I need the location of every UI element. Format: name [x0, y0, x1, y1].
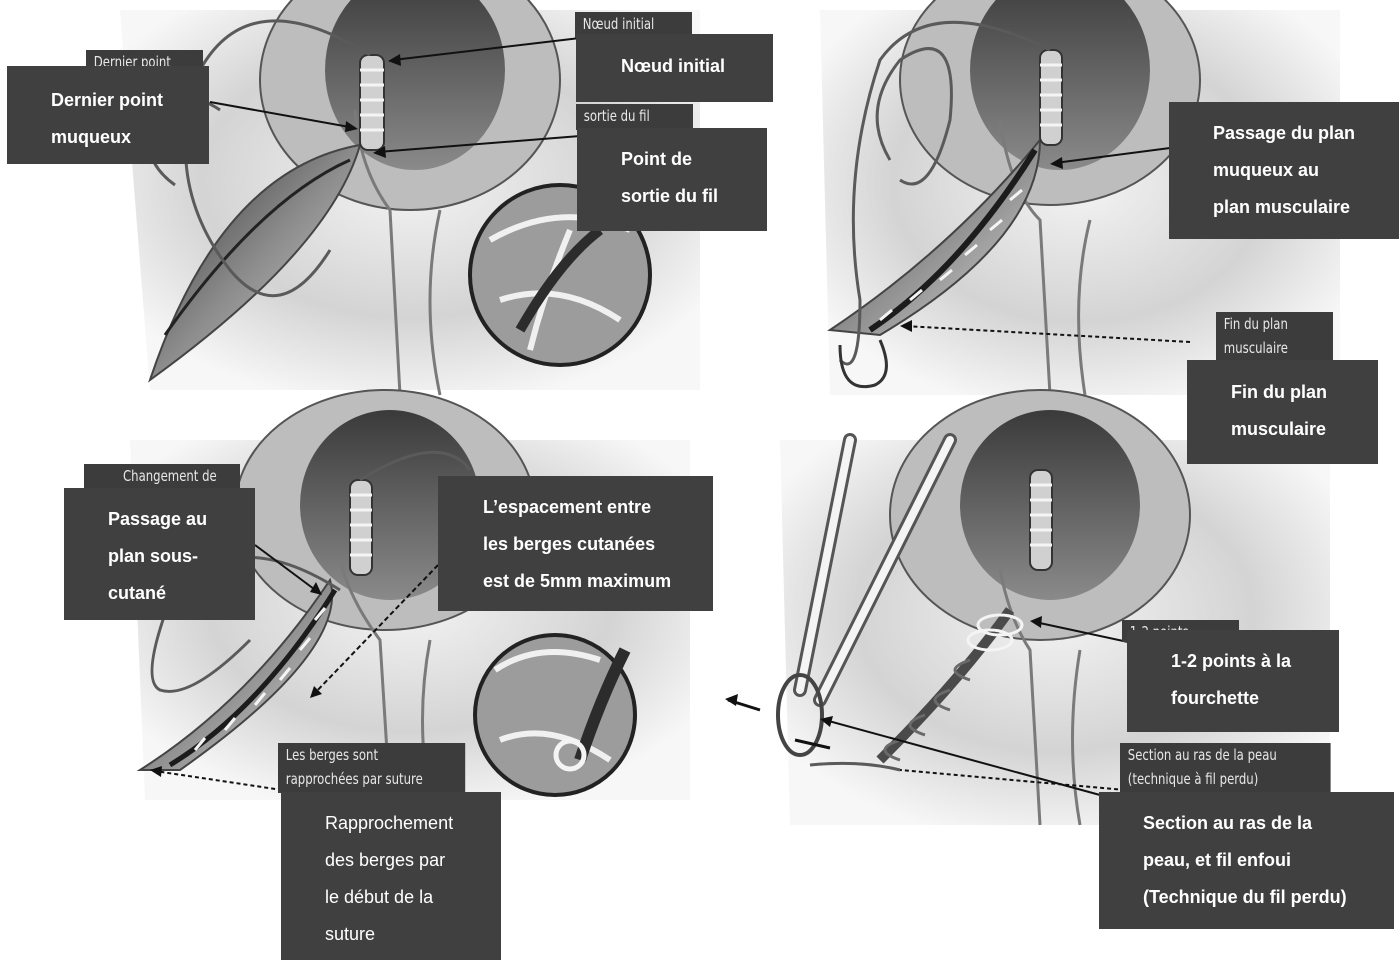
label-line: fourchette [1171, 680, 1339, 717]
label-line: des berges par [325, 842, 501, 879]
original-tag-changement: Changement de [84, 464, 240, 490]
label-rapprochement-berges: Rapprochement des berges par le début de… [281, 792, 501, 960]
label-line: le début de la [325, 879, 501, 916]
label-section-fil-perdu: Section au ras de la peau, et fil enfoui… [1099, 792, 1394, 929]
original-tag-sortie: sortie du fil [576, 104, 693, 130]
original-tag-line: Fin du plan [1224, 312, 1325, 336]
label-line: Passage du plan [1213, 115, 1399, 152]
original-tag-line: Les berges sont [286, 743, 458, 767]
label-line: peau, et fil enfoui [1143, 842, 1394, 879]
label-line: Nœud initial [621, 48, 773, 85]
label-line: (Technique du fil perdu) [1143, 879, 1394, 916]
label-point-de-sortie: Point de sortie du fil [577, 128, 767, 231]
label-passage-sous-cutane: Passage au plan sous- cutané [64, 488, 255, 620]
label-line: les berges cutanées [483, 526, 713, 563]
label-noeud-initial: Nœud initial [576, 34, 773, 102]
label-line: plan musculaire [1213, 189, 1399, 226]
magnified-inset [475, 635, 635, 795]
label-line: Rapprochement [325, 805, 501, 842]
label-points-fourchette: 1-2 points à la fourchette [1127, 630, 1339, 732]
original-tag-line: rapprochées par suture [286, 767, 458, 791]
label-line: musculaire [1231, 411, 1378, 448]
original-tag-text: Nœud initial [583, 15, 654, 33]
label-line: L’espacement entre [483, 489, 713, 526]
original-tag-line: musculaire [1224, 336, 1325, 360]
original-tag-section: Section au ras de la peau (technique à f… [1120, 743, 1331, 793]
label-line: cutané [108, 575, 255, 612]
original-tag-text: sortie du fil [584, 107, 650, 125]
label-line: Point de [621, 141, 767, 178]
label-line: sortie du fil [621, 178, 767, 215]
label-line: est de 5mm maximum [483, 563, 713, 600]
label-line: suture [325, 916, 501, 953]
label-dernier-point-muqueux: Dernier point muqueux [7, 66, 209, 164]
arrow-head [725, 694, 738, 706]
label-line: Section au ras de la [1143, 805, 1394, 842]
original-tag-text: Changement de [92, 467, 217, 485]
original-tag-line: Section au ras de la peau [1128, 743, 1323, 767]
label-fin-plan-musculaire: Fin du plan musculaire [1187, 360, 1378, 464]
label-line: plan sous- [108, 538, 255, 575]
label-line: muqueux [51, 119, 209, 156]
label-espacement-berges: L’espacement entre les berges cutanées e… [438, 476, 713, 611]
label-line: muqueux au [1213, 152, 1399, 189]
label-passage-muqueux-musculaire: Passage du plan muqueux au plan musculai… [1169, 102, 1399, 239]
label-line: Passage au [108, 501, 255, 538]
label-line: 1-2 points à la [1171, 643, 1339, 680]
label-line: Dernier point [51, 82, 209, 119]
original-tag-fin-plan: Fin du plan musculaire [1216, 312, 1333, 360]
label-line: Fin du plan [1231, 374, 1378, 411]
original-tag-berges: Les berges sont rapprochées par suture [278, 743, 465, 793]
original-tag-line: (technique à fil perdu) [1128, 767, 1323, 791]
